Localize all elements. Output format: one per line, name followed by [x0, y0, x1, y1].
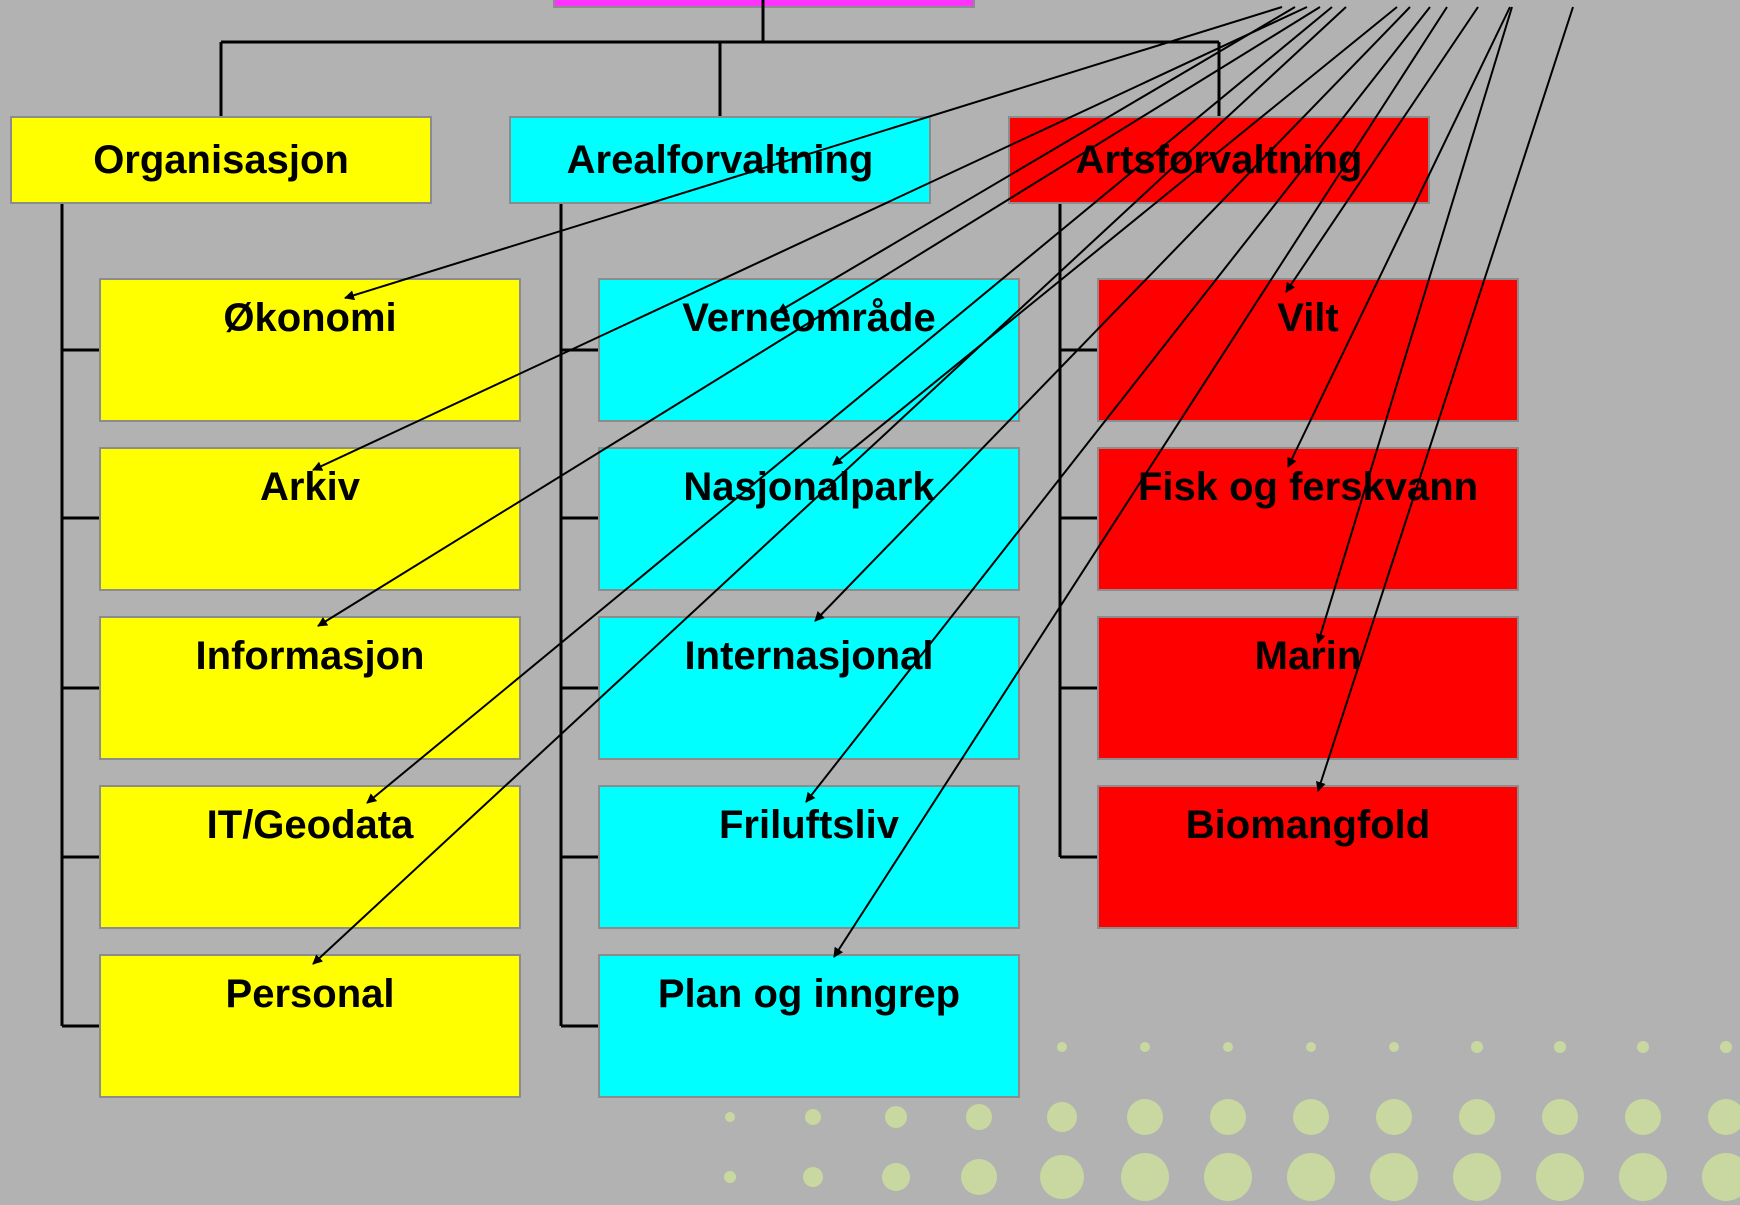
node-label: Nasjonalpark [683, 465, 935, 509]
link-arrow [366, 6, 1333, 804]
node-plan-og-inngrep: Plan og inngrep [598, 954, 1020, 1098]
decorative-dot [966, 1104, 992, 1130]
decorative-dot [1121, 1153, 1169, 1201]
group-label: Arealforvaltning [566, 138, 874, 182]
link-arrow [317, 6, 1321, 627]
decorative-dot [1293, 1099, 1329, 1135]
decorative-dot [1376, 1099, 1412, 1135]
node-okonomi: Økonomi [99, 278, 521, 422]
decorative-dot [1287, 1153, 1335, 1201]
node-label: IT/Geodata [206, 803, 414, 847]
decorative-dot [803, 1167, 823, 1187]
decorative-dot [1459, 1099, 1495, 1135]
node-label: Arkiv [259, 465, 361, 509]
link-arrow [805, 6, 1431, 803]
decorative-dot [1370, 1153, 1418, 1201]
link-arrow [312, 6, 1308, 471]
group-header-organisasjon: Organisasjon [10, 116, 432, 204]
node-biomangfold: Biomangfold [1097, 785, 1519, 929]
link-arrow [1316, 6, 1574, 792]
decorative-dot [1536, 1153, 1584, 1201]
decorative-dot [1210, 1099, 1246, 1135]
node-friluftsliv: Friluftsliv [598, 785, 1020, 929]
decorative-dot [725, 1112, 735, 1122]
decorative-dot [1708, 1099, 1740, 1135]
link-arrow [312, 6, 1347, 965]
group-header-artsforvaltning: Artsforvaltning [1008, 116, 1430, 204]
link-arrow [833, 6, 1448, 958]
node-label: Økonomi [223, 296, 397, 340]
decorative-dot [885, 1106, 907, 1128]
group-label: Artsforvaltning [1075, 138, 1363, 182]
node-label: Friluftsliv [718, 803, 900, 847]
node-label: Plan og inngrep [657, 972, 961, 1016]
node-internasjonal: Internasjonal [598, 616, 1020, 760]
decorative-dot [724, 1171, 736, 1183]
group-header-arealforvaltning: Arealforvaltning [509, 116, 931, 204]
link-arrow [1287, 6, 1511, 468]
node-label: Biomangfold [1185, 803, 1431, 847]
decorative-dot [1140, 1042, 1150, 1052]
node-verneomrade: Verneområde [598, 278, 1020, 422]
decorative-dot [1720, 1041, 1732, 1053]
node-label: Verneområde [682, 296, 936, 340]
node-nasjonalpark: Nasjonalpark [598, 447, 1020, 591]
node-label: Personal [225, 972, 395, 1016]
node-label: Informasjon [195, 634, 425, 678]
node-label: Vilt [1277, 296, 1339, 340]
decorative-dot [1471, 1041, 1483, 1053]
decorative-dot [1453, 1153, 1501, 1201]
decorative-dot [1204, 1153, 1252, 1201]
decorative-dot [1702, 1153, 1740, 1201]
decorative-dot [1057, 1042, 1067, 1052]
node-personal: Personal [99, 954, 521, 1098]
node-vilt: Vilt [1097, 278, 1519, 422]
node-it-geodata: IT/Geodata [99, 785, 521, 929]
decorative-dot [1223, 1042, 1233, 1052]
decorative-dot [882, 1163, 910, 1191]
decorative-dot [1306, 1042, 1316, 1052]
decorative-dot [1625, 1099, 1661, 1135]
link-arrow [344, 6, 1283, 301]
decorative-dot [1542, 1099, 1578, 1135]
node-label: Internasjonal [684, 634, 934, 678]
decorative-dot [1040, 1155, 1084, 1199]
decorative-dot [1047, 1102, 1077, 1132]
decorative-dot [1554, 1041, 1566, 1053]
link-arrow [1285, 6, 1479, 293]
decorative-dot [961, 1159, 997, 1195]
node-marin: Marin [1097, 616, 1519, 760]
link-arrow [814, 6, 1411, 622]
decorative-dot [1619, 1153, 1667, 1201]
decorative-dot [1389, 1042, 1399, 1052]
decorative-dot [1637, 1041, 1649, 1053]
node-label: Marin [1254, 634, 1362, 678]
node-informasjon: Informasjon [99, 616, 521, 760]
link-arrow [832, 6, 1398, 466]
link-arrow [777, 6, 1296, 313]
group-label: Organisasjon [93, 138, 349, 182]
decorative-dot [805, 1109, 821, 1125]
node-arkiv: Arkiv [99, 447, 521, 591]
decorative-dot [1127, 1099, 1163, 1135]
link-arrow [1315, 6, 1513, 644]
